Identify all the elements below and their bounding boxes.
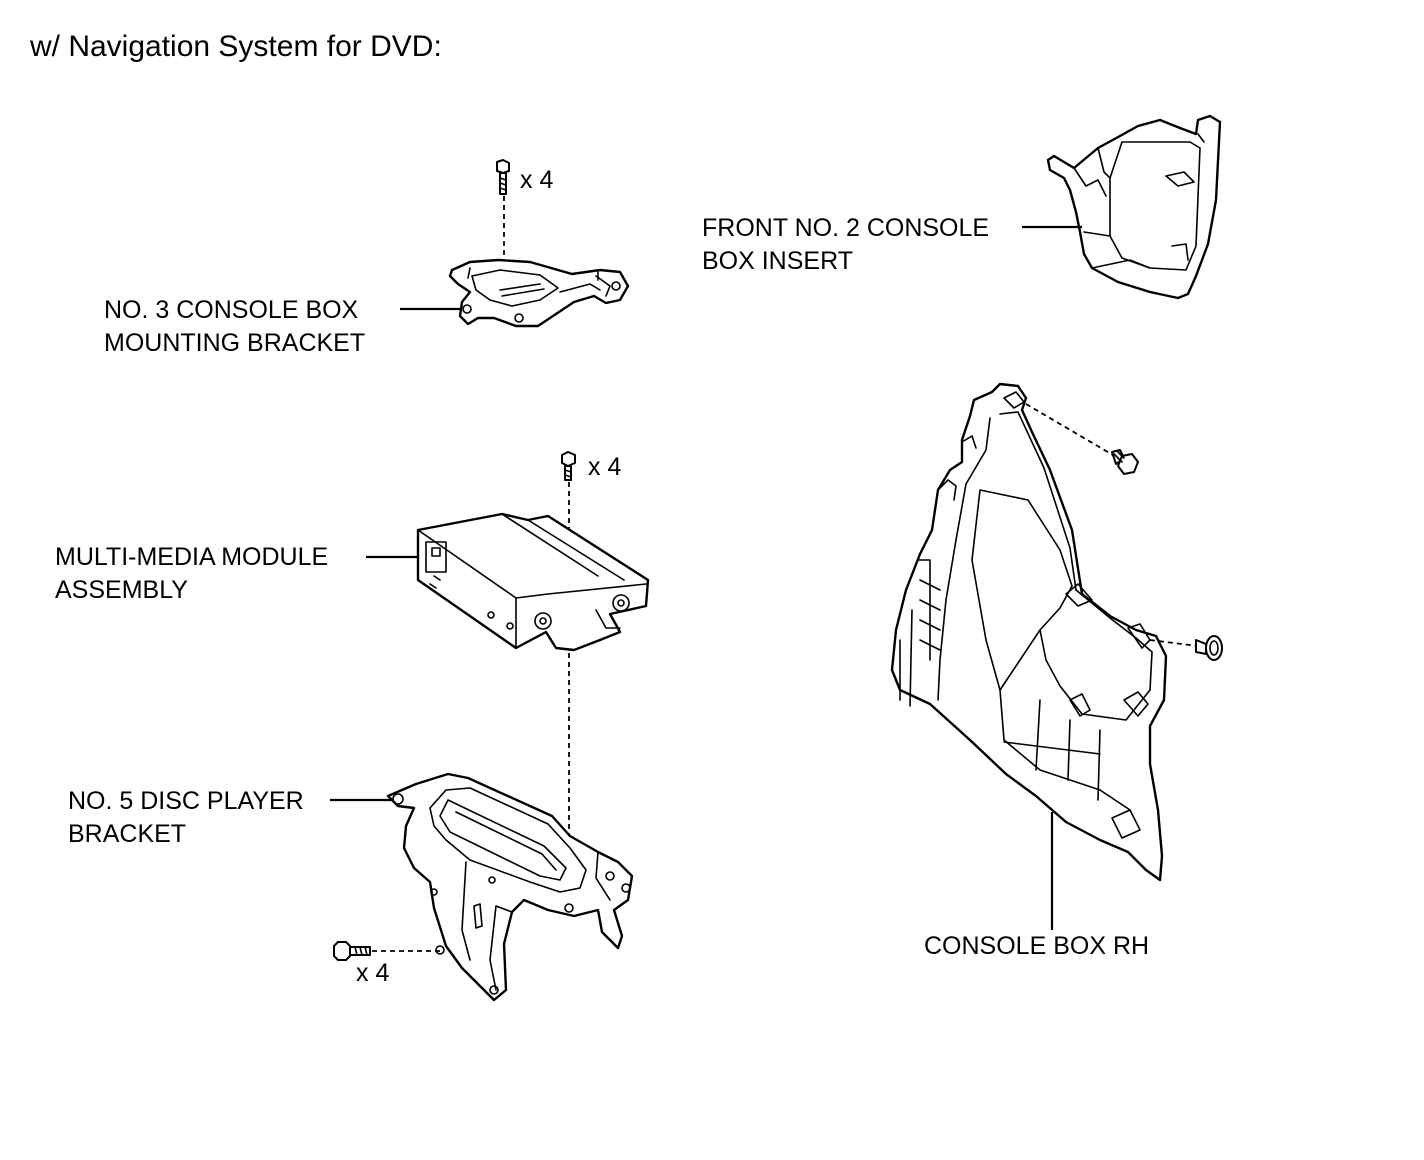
console-box-rh-part: [890, 382, 1168, 882]
mounting-bracket-bolt-count: x 4: [520, 166, 554, 194]
module-bolt: [561, 451, 576, 481]
disc-bracket-part: [386, 772, 634, 1002]
disc-bracket-label-line2: BRACKET: [68, 820, 187, 848]
console-side-clip-line: [1149, 639, 1199, 647]
front-insert-part: [1046, 114, 1222, 300]
diagram-title: w/ Navigation System for DVD:: [30, 30, 442, 63]
multimedia-label-line1: MULTI-MEDIA MODULE: [55, 543, 329, 571]
front-insert-label-line2: BOX INSERT: [702, 247, 853, 275]
disc-bracket-bolt-count: x 4: [356, 959, 390, 987]
console-upper-screw: [1111, 449, 1139, 475]
mounting-bracket-part: [448, 258, 630, 328]
front-insert-label-line1: FRONT NO. 2 CONSOLE: [702, 214, 990, 242]
disc-bracket-bolt: [333, 941, 371, 961]
console-side-clip: [1195, 635, 1223, 661]
multimedia-label-line2: ASSEMBLY: [55, 576, 188, 604]
multimedia-module-part: [416, 512, 650, 652]
console-box-rh-label: CONSOLE BOX RH: [924, 932, 1150, 960]
mounting-bracket-bolt: [496, 159, 510, 195]
mounting-bracket-label-line1: NO. 3 CONSOLE BOX: [104, 296, 359, 324]
mounting-bracket-label-line2: MOUNTING BRACKET: [104, 329, 366, 357]
module-bolt-count: x 4: [588, 453, 622, 481]
disc-bracket-label-line1: NO. 5 DISC PLAYER: [68, 787, 304, 815]
